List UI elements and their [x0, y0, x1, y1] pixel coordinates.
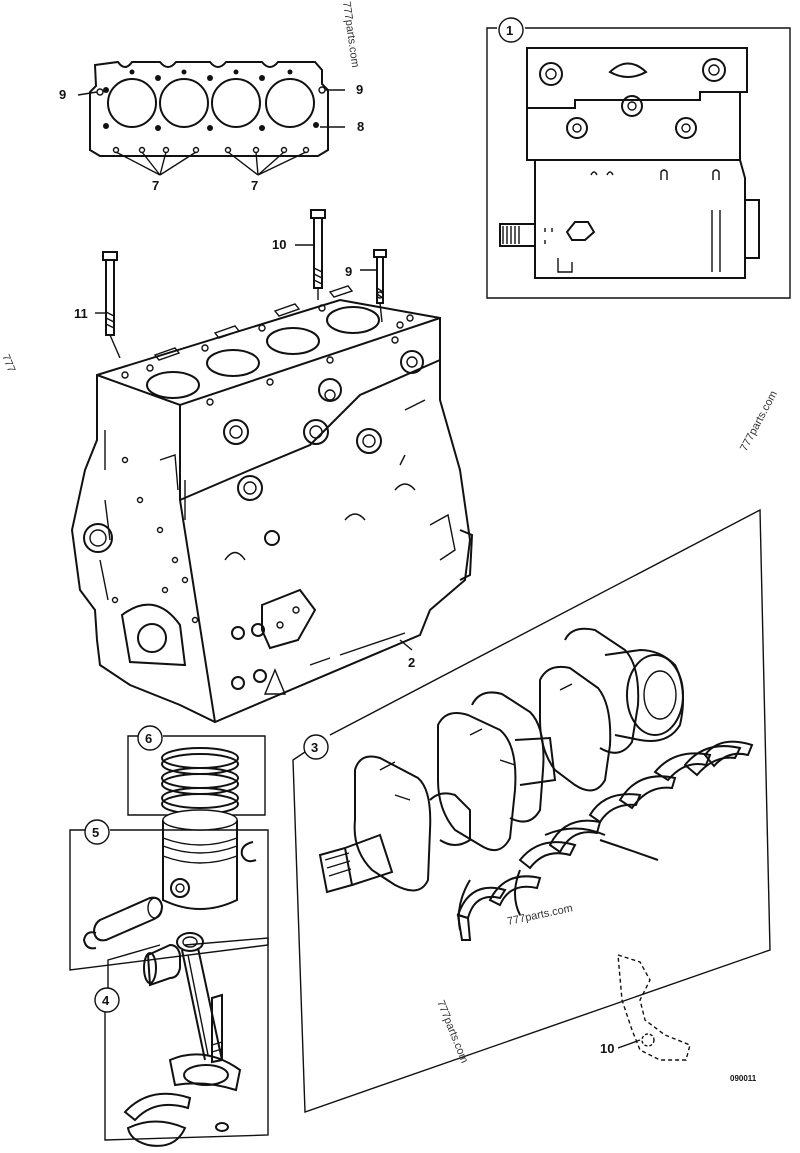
big-end-bearing-shells — [123, 1092, 192, 1147]
connecting-rod-frame — [94, 937, 269, 1141]
watermark-top: 777parts.com — [340, 1, 361, 69]
callout-4: 4 — [102, 993, 110, 1008]
piston-pin — [92, 896, 164, 942]
engine-assembly-frame — [486, 17, 791, 299]
engine-assembly-drawing — [499, 47, 760, 279]
callout-8: 8 — [357, 119, 364, 134]
bolt-11 — [95, 251, 121, 359]
callout-3: 3 — [311, 740, 318, 755]
callout-9-gasket-right: 9 — [356, 82, 363, 97]
crankshaft-frame — [292, 508, 771, 1113]
callout-7-left: 7 — [152, 178, 159, 193]
main-bearing-shells — [456, 740, 754, 941]
circlip-right — [240, 841, 257, 863]
watermark-edge: 777 — [0, 353, 17, 375]
callout-7-right: 7 — [251, 178, 258, 193]
flywheel-bracket — [617, 954, 691, 1061]
drawing-code: 090011 — [730, 1074, 757, 1083]
callout-1: 1 — [506, 23, 513, 38]
callout-5: 5 — [92, 825, 99, 840]
callout-9-bolt: 9 — [345, 264, 352, 279]
circlip-left — [82, 931, 97, 950]
callout-6: 6 — [145, 731, 152, 746]
callout-11: 11 — [74, 306, 88, 321]
watermark-right: 777parts.com — [738, 389, 780, 453]
piston-frame — [69, 819, 269, 971]
callout-10-bolt: 10 — [272, 237, 286, 252]
bolt-9-head — [360, 249, 387, 323]
callout-9-gasket-left: 9 — [59, 87, 66, 102]
piston — [162, 809, 238, 910]
head-gasket — [77, 60, 345, 176]
piston-rings — [161, 747, 239, 815]
bolt-10-head — [295, 209, 326, 300]
small-end-bush — [143, 943, 181, 987]
cylinder-block — [70, 285, 474, 724]
watermark-bottom: 777parts.com — [434, 999, 470, 1065]
crankshaft — [318, 627, 685, 894]
callout-10-bracket: 10 — [600, 1041, 614, 1056]
callout-2: 2 — [408, 655, 415, 670]
connecting-rod — [168, 932, 242, 1132]
